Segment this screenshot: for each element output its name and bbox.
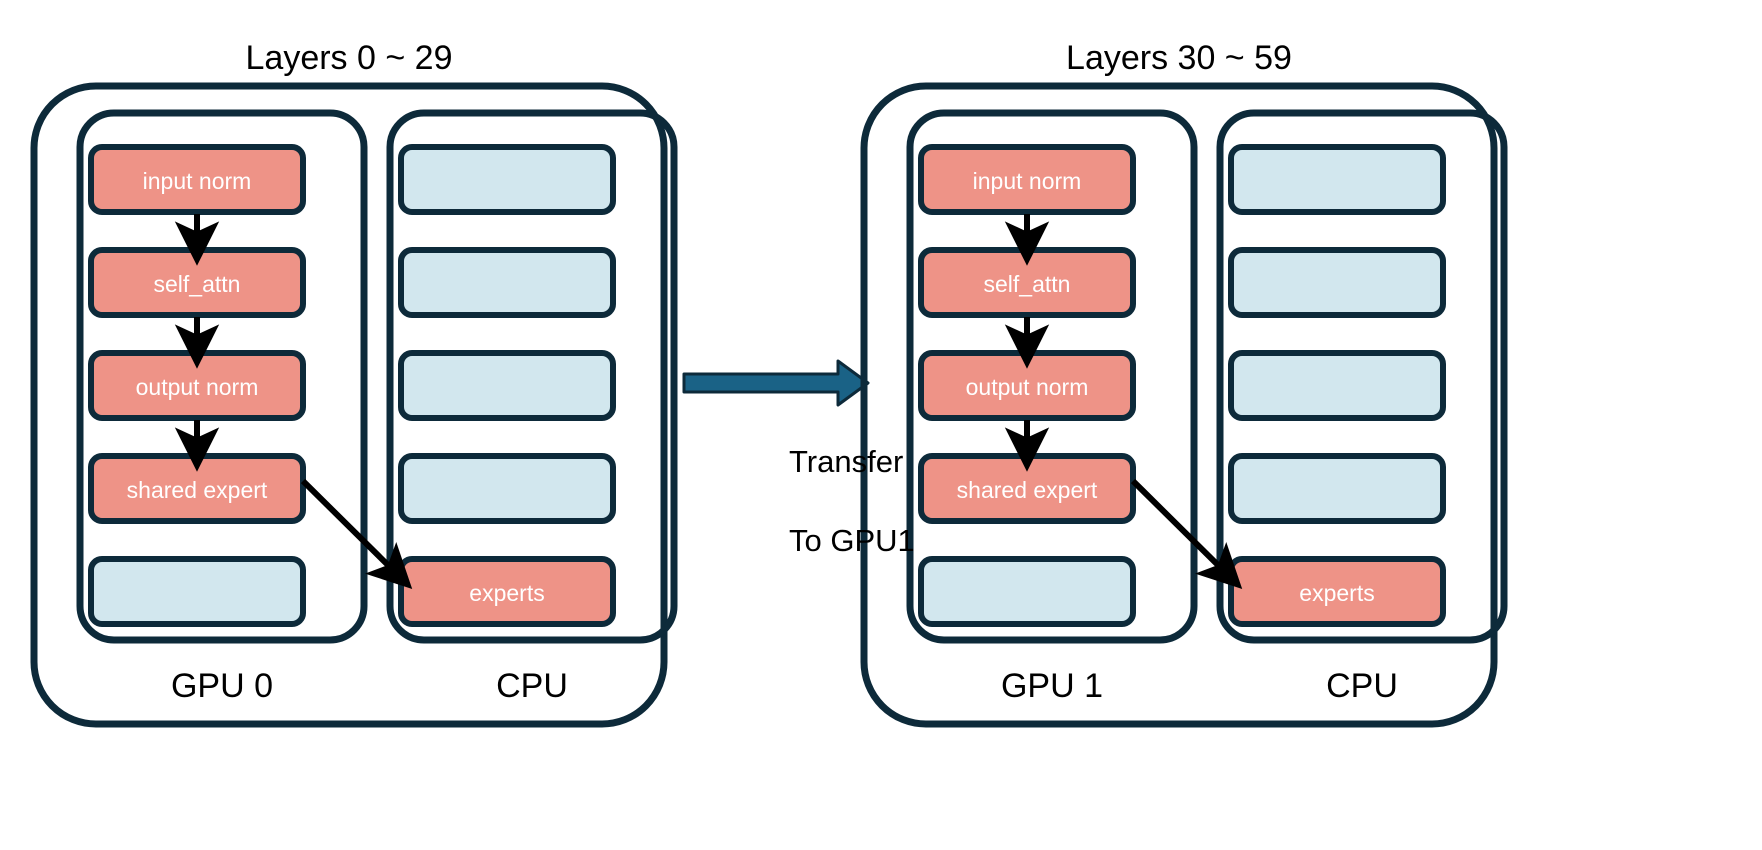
block-cpu1-slot-1[interactable] — [1228, 144, 1446, 215]
block-cpu1-slot-2[interactable] — [1228, 247, 1446, 318]
panel-right-outer-container — [860, 82, 1498, 728]
gpu-column-1-container — [906, 109, 1198, 644]
device-label-cpu-1: CPU — [1326, 667, 1398, 705]
block-cpu1-slot-3[interactable] — [1228, 350, 1446, 421]
panel-right-group — [860, 82, 1508, 728]
block-gpu0-output-norm[interactable] — [88, 350, 306, 421]
transfer-label-line-2: To GPU1 — [789, 523, 915, 559]
block-gpu1-output-norm[interactable] — [918, 350, 1136, 421]
block-cpu0-slot-2[interactable] — [398, 247, 616, 318]
panel-right-title: Layers 30 ~ 59 — [1066, 39, 1292, 77]
block-gpu0-input-norm[interactable] — [88, 144, 306, 215]
flow-arrow-gpu0-shared-to-experts — [300, 478, 413, 590]
device-label-gpu-0: GPU 0 — [170, 667, 274, 705]
transfer-label-line-1: Transfer — [789, 443, 904, 479]
block-gpu0-shared-expert[interactable] — [88, 453, 306, 524]
transfer-arrow-group — [682, 359, 870, 407]
cpu-column-1-container — [1216, 109, 1508, 644]
block-gpu1-empty-slot[interactable] — [918, 556, 1136, 627]
panel-left-outer-container — [30, 82, 668, 728]
block-cpu0-slot-4[interactable] — [398, 453, 616, 524]
block-gpu0-self-attn[interactable] — [88, 247, 306, 318]
block-gpu1-shared-expert[interactable] — [918, 453, 1136, 524]
gpu-column-0-container — [76, 109, 368, 644]
block-gpu1-self-attn[interactable] — [918, 247, 1136, 318]
block-cpu0-slot-1[interactable] — [398, 144, 616, 215]
block-cpu1-slot-4[interactable] — [1228, 453, 1446, 524]
block-cpu0-experts[interactable] — [398, 556, 616, 627]
block-cpu0-slot-3[interactable] — [398, 350, 616, 421]
block-cpu1-experts[interactable] — [1228, 556, 1446, 627]
transfer-arrow-icon — [682, 359, 870, 407]
device-label-gpu-1: GPU 1 — [1000, 667, 1104, 705]
block-gpu0-empty-slot[interactable] — [88, 556, 306, 627]
flow-arrow-gpu1-shared-to-experts — [1130, 478, 1243, 590]
cpu-column-0-container — [386, 109, 678, 644]
device-label-cpu-0: CPU — [496, 667, 568, 705]
transfer-label: Transfer To GPU1 — [789, 402, 915, 600]
panel-left-title: Layers 0 ~ 29 — [245, 39, 453, 77]
block-gpu1-input-norm[interactable] — [918, 144, 1136, 215]
panel-left-group — [30, 82, 678, 728]
